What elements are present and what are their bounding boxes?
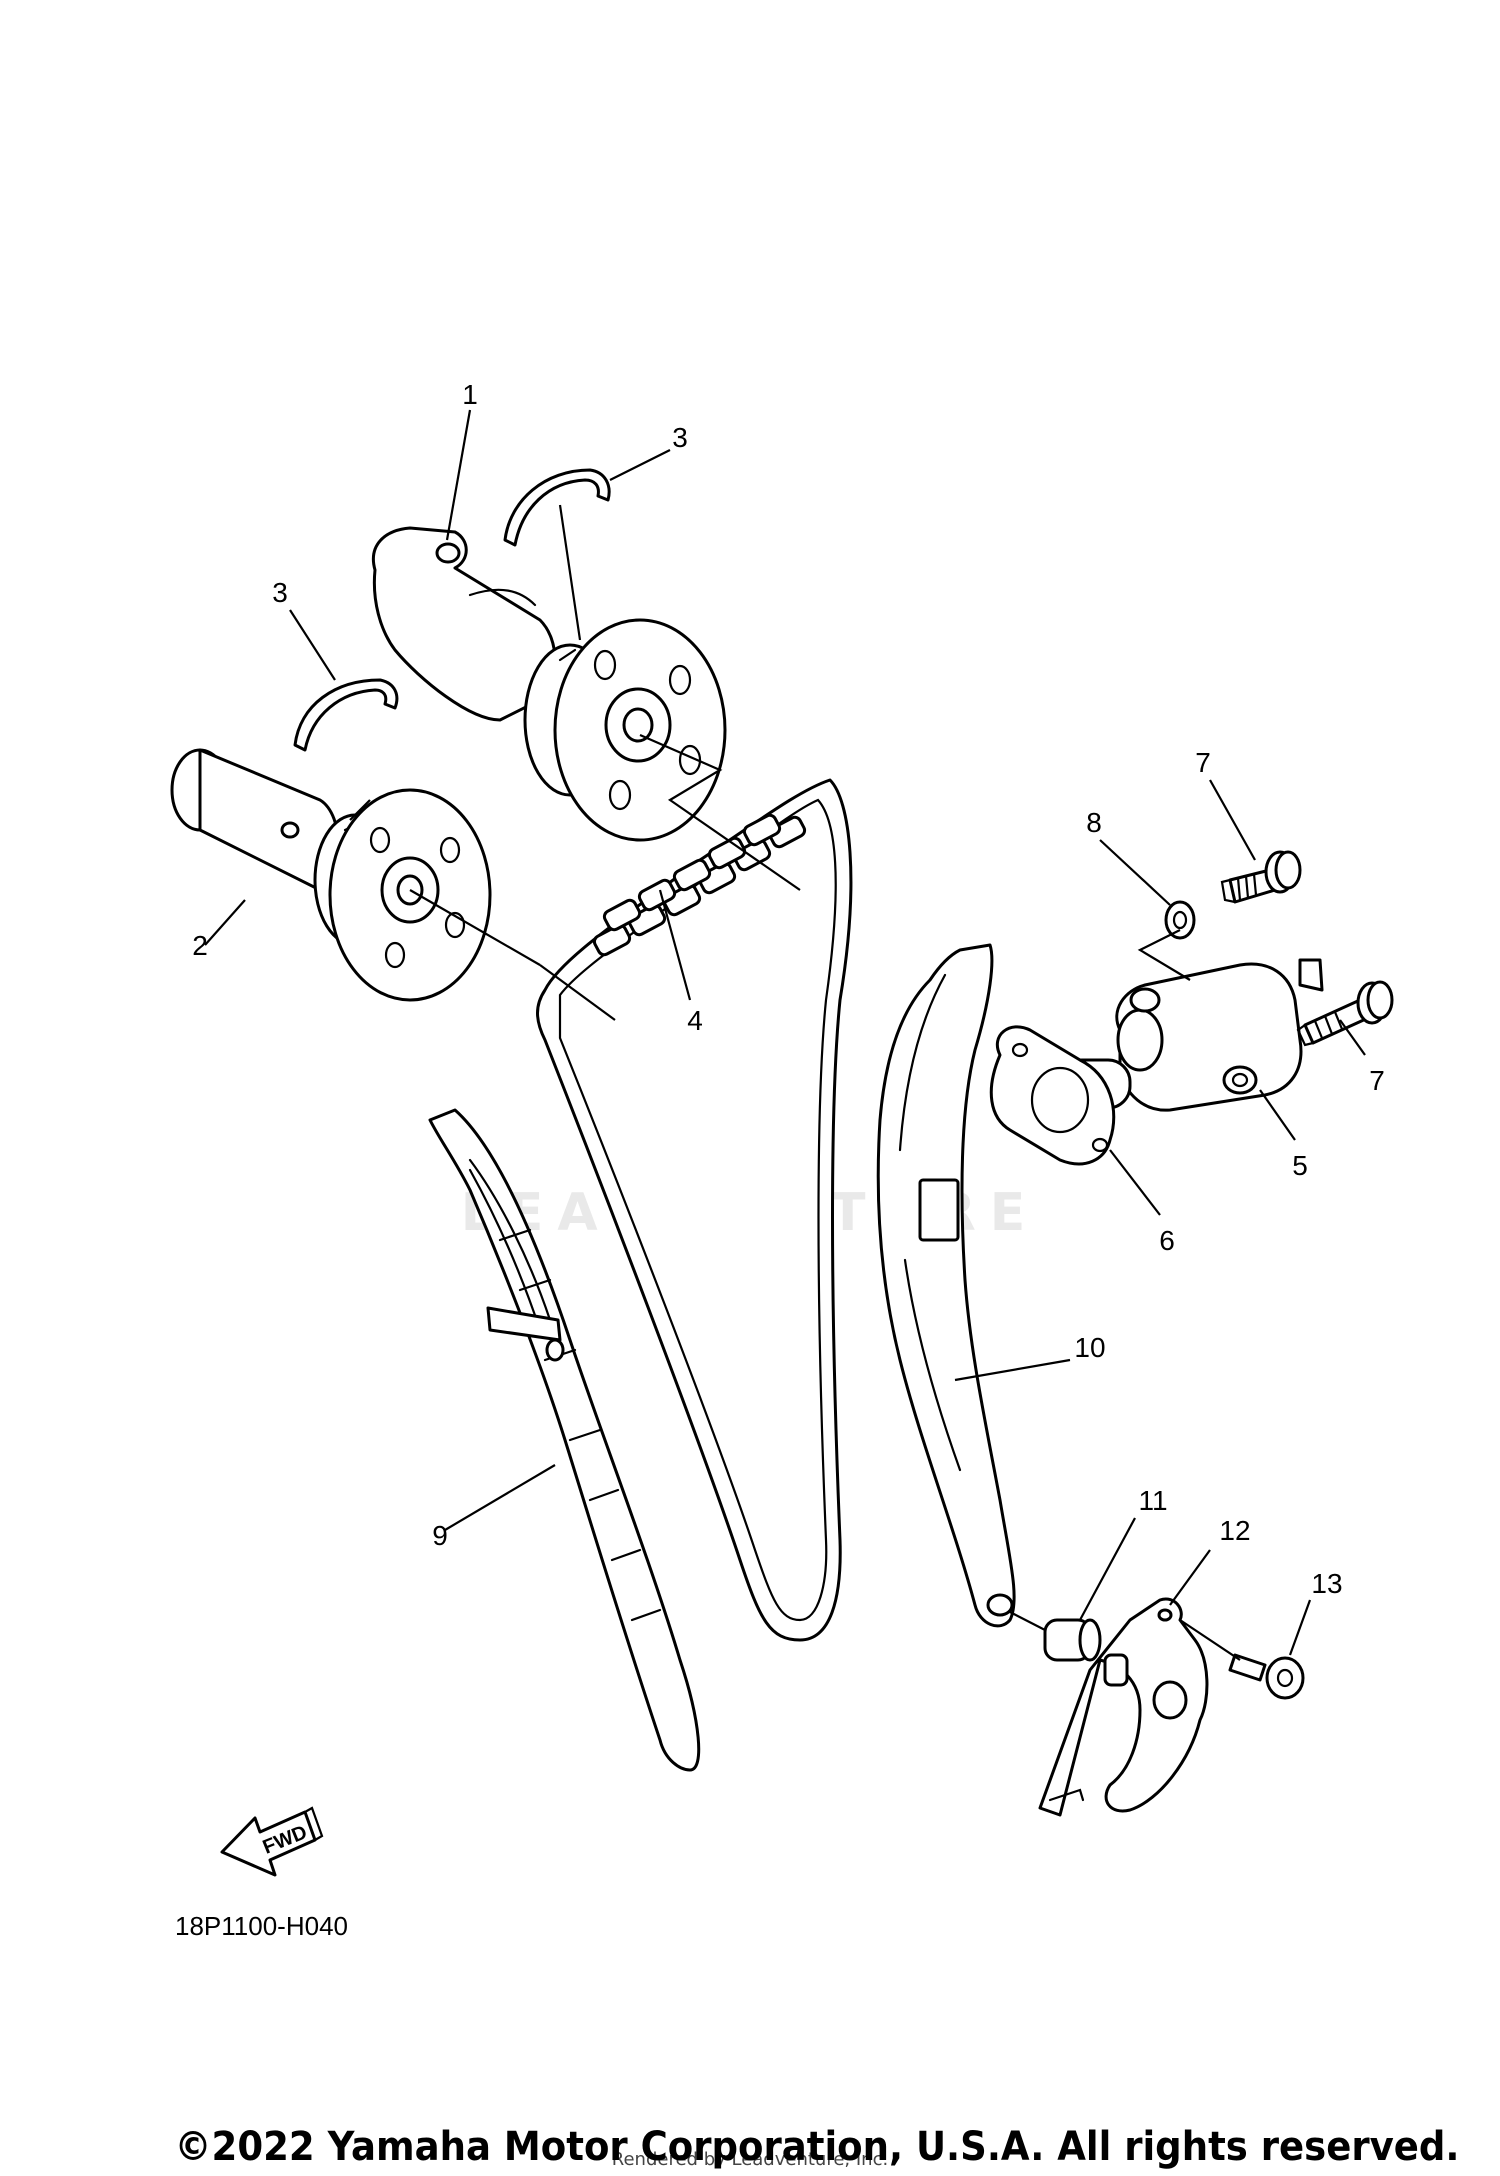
callout-5: 5 xyxy=(1292,1150,1308,1181)
clip-upper xyxy=(503,468,611,547)
gasket xyxy=(989,1025,1116,1166)
callout-3-upper: 3 xyxy=(672,422,688,453)
callouts: 1 2 3 3 4 5 6 7 7 8 9 10 11 12 13 xyxy=(192,379,1385,1599)
callout-9: 9 xyxy=(432,1520,448,1551)
copyright-text: ©2022 Yamaha Motor Corporation, U.S.A. A… xyxy=(175,2124,1460,2170)
callout-1: 1 xyxy=(462,379,478,410)
callout-3-lower: 3 xyxy=(272,577,288,608)
chain-guide-left xyxy=(428,1108,701,1772)
clip-lower xyxy=(293,678,399,752)
washer xyxy=(1164,900,1196,940)
callout-11: 11 xyxy=(1138,1485,1167,1516)
callout-2: 2 xyxy=(192,930,208,961)
chain-links xyxy=(592,813,807,957)
bolt-lower xyxy=(1296,980,1394,1047)
callout-7-upper: 7 xyxy=(1195,747,1211,778)
bracket xyxy=(1038,1597,1209,1817)
chain-guide-right xyxy=(876,943,1016,1628)
bolt-upper xyxy=(1220,850,1302,904)
collar xyxy=(1043,1618,1102,1662)
leader-lines xyxy=(204,409,1366,1661)
callout-7-lower: 7 xyxy=(1369,1065,1385,1096)
bolt-small xyxy=(1228,1653,1305,1700)
cam-chain xyxy=(536,778,853,1642)
camshaft-upper xyxy=(372,526,727,842)
callout-6: 6 xyxy=(1159,1225,1175,1256)
callout-13: 13 xyxy=(1311,1568,1342,1599)
diagram-code: 18P1100-H040 xyxy=(175,1911,348,1941)
rendered-by-text: Rendered by Leadventure, Inc. xyxy=(612,2149,888,2170)
callout-12: 12 xyxy=(1219,1515,1250,1546)
fwd-arrow-icon: FWD xyxy=(220,1806,324,1877)
camshaft-lower xyxy=(170,748,492,1002)
callout-4: 4 xyxy=(687,1005,703,1036)
callout-10: 10 xyxy=(1074,1332,1105,1363)
callout-8: 8 xyxy=(1086,807,1102,838)
